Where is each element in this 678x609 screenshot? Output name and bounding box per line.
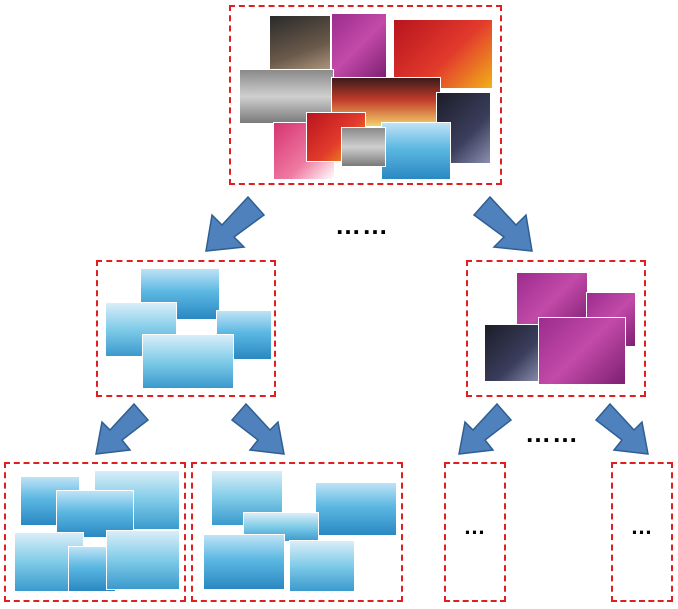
root-node [229, 5, 502, 185]
ellipsis-top: …… [335, 210, 389, 240]
ellipsis-right: …… [525, 418, 579, 448]
arrow-root-left [205, 195, 266, 252]
arrow-right-c [458, 402, 513, 455]
level2-a-node [4, 462, 186, 602]
arrow-left-b [230, 402, 285, 455]
photo-badminton [269, 15, 331, 75]
photo-swimmer [381, 122, 451, 180]
leaf-d-label: … [630, 514, 654, 539]
photo-athletics [341, 127, 386, 167]
photo-leaf-b-4 [203, 534, 285, 590]
arrow-left-a [95, 402, 150, 455]
photo-tennis-3 [484, 324, 542, 382]
photo-tennis-player [331, 13, 387, 79]
level1-left-node [96, 260, 276, 397]
level2-d-node: … [611, 462, 673, 602]
level2-b-node [191, 462, 403, 602]
leaf-c-label: … [463, 514, 487, 539]
photo-tennis-4 [538, 317, 626, 385]
arrow-root-right [472, 195, 533, 252]
photo-leaf-b-2 [315, 482, 397, 536]
photo-leaf-b-5 [289, 540, 355, 592]
photo-leaf-a-6 [106, 530, 180, 590]
level2-c-node: … [444, 462, 506, 602]
level1-right-node [466, 260, 646, 397]
arrow-right-d [594, 402, 649, 455]
photo-synchro-4 [142, 334, 234, 389]
